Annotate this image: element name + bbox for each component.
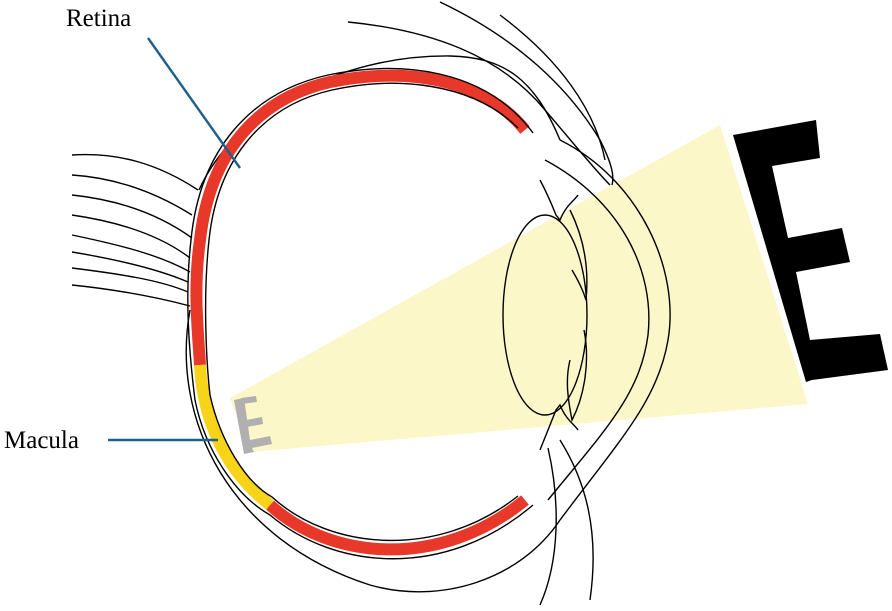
image-letter-e xyxy=(234,396,272,454)
lens xyxy=(502,214,588,416)
retina-label: Retina xyxy=(66,5,131,32)
eyeball-inner-wall xyxy=(187,67,534,560)
retina-band xyxy=(190,69,530,366)
object-letter-e xyxy=(733,120,888,382)
eyelid-lines xyxy=(347,1,614,606)
macula-band xyxy=(194,364,274,510)
retina-band-lower xyxy=(265,495,529,556)
cornea-inner xyxy=(544,159,650,501)
retina-leader-line xyxy=(147,37,241,169)
eyeball-inner-wall-2 xyxy=(204,82,519,542)
light-cone xyxy=(230,125,808,452)
optic-nerve xyxy=(71,153,199,307)
macula-label: Macula xyxy=(4,427,79,454)
cornea xyxy=(559,139,671,521)
